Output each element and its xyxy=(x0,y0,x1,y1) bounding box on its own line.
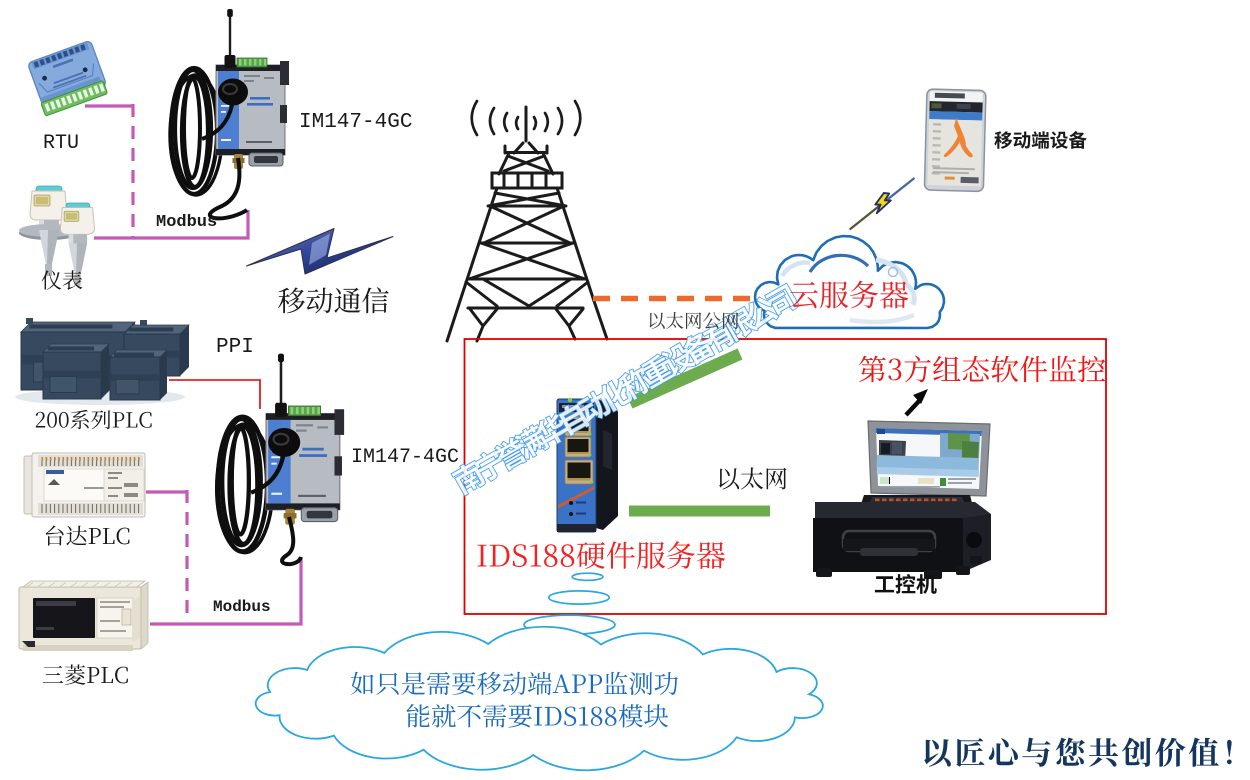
svg-text:Modbus: Modbus xyxy=(156,213,217,232)
svg-text:PPI: PPI xyxy=(216,336,254,359)
svg-text:Modbus: Modbus xyxy=(213,598,271,616)
svg-text:IM147-4GC: IM147-4GC xyxy=(351,446,459,469)
svg-text:RTU: RTU xyxy=(43,132,79,155)
svg-text:IM147-4GC: IM147-4GC xyxy=(299,111,412,134)
